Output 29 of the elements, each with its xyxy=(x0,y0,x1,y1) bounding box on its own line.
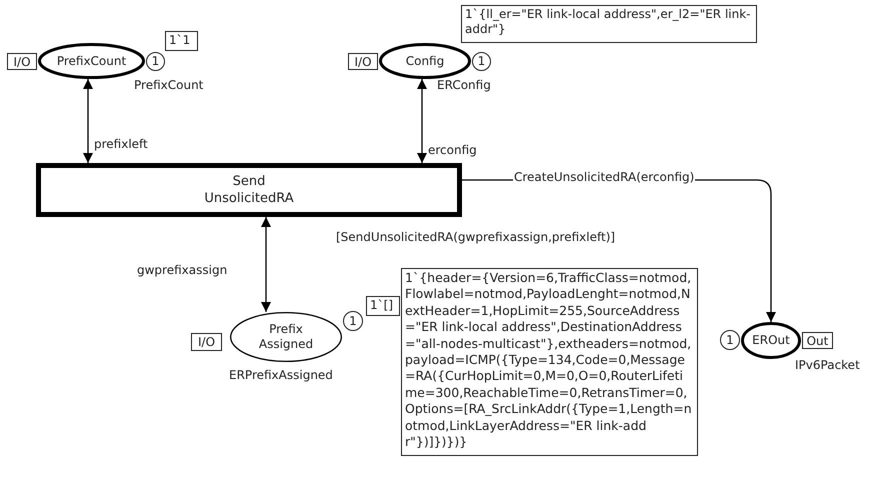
arc-label: prefixleft xyxy=(93,137,149,151)
marking-box: 1`1 xyxy=(165,31,198,51)
color-set-label: ERPrefixAssigned xyxy=(229,368,333,382)
arc-label: gwprefixassign xyxy=(136,263,228,277)
token-count: 1 xyxy=(343,311,363,331)
token-count: 1 xyxy=(146,52,165,71)
guard-label: [SendUnsolicitedRA(gwprefixassign,prefixleft)] xyxy=(336,230,616,244)
color-set-label: ERConfig xyxy=(437,78,491,92)
arc-label: erconfig xyxy=(427,143,478,157)
place-ellipse: EROut xyxy=(741,322,801,359)
arc-arrow xyxy=(83,79,93,163)
token-count: 1 xyxy=(472,52,491,71)
port-tag: Out xyxy=(802,332,833,349)
marking-box: 1`[] xyxy=(366,296,400,316)
arc-label: CreateUnsolicitedRA(erconfig) xyxy=(513,170,696,184)
arc-arrow xyxy=(261,217,271,312)
port-tag: I/O xyxy=(348,53,378,70)
marking-box: 1`{header={Version=6,TrafficClass=notmod,Flowlabel=notmod,PayloadLenght=notmod,NextHeader=1,HopLimit=255,SourceAddress="ER link-local address",DestinationAddress="all-nodes-multicast"},extheaders=notmod,payload=ICMP({Type=134,Code=0,Message=RA({CurHopLimit=0,M=0,O=0,RouterLifetime=300,ReachableTime=0,RetransTimer=0,Options=[RA_SrcLinkAddr({Type=1,Length=notmod,LinkLayerAddress="ER link-addr"})]})})} xyxy=(401,268,698,456)
port-tag: I/O xyxy=(7,53,37,70)
place-ellipse: Prefix Assigned xyxy=(230,312,342,362)
place-ellipse: PrefixCount xyxy=(38,43,145,79)
port-tag: I/O xyxy=(191,333,222,351)
place-ellipse: Config xyxy=(379,43,471,79)
arc-arrow xyxy=(417,79,427,163)
color-set-label: IPv6Packet xyxy=(795,358,860,372)
token-count: 1 xyxy=(720,330,740,350)
color-set-label: PrefixCount xyxy=(134,78,204,92)
transition-box: Send UnsolicitedRA xyxy=(36,163,462,217)
marking-box: 1`{ll_er="ER link-local address",er_l2="ER link-addr"} xyxy=(461,5,757,43)
